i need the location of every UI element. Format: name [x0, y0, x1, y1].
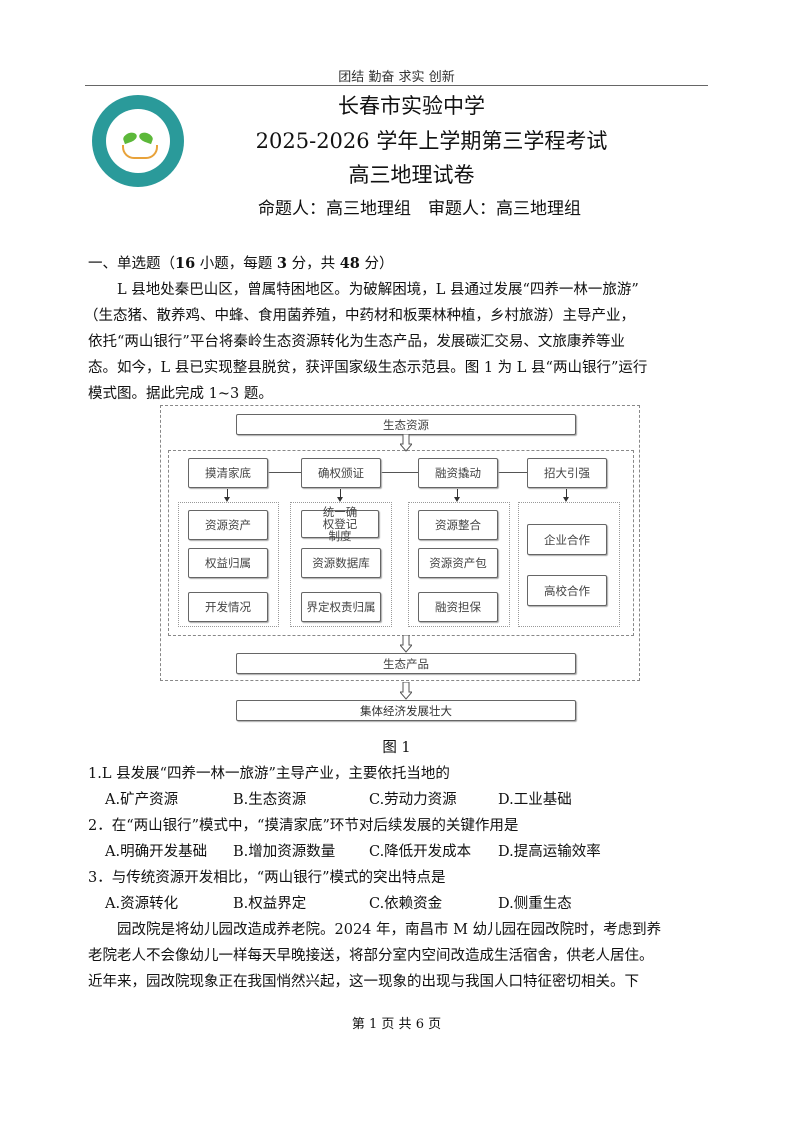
outer-frame [160, 405, 640, 681]
question-stem: 2．在“两山银行”模式中，“摸清家底”环节对后续发展的关键作用是 [88, 818, 519, 834]
option: B.权益界定 [233, 896, 307, 912]
item-box: 资源数据库 [301, 548, 381, 578]
arrow-down-icon [400, 635, 412, 653]
paper-title: 高三地理试卷 [348, 163, 475, 187]
arrow-down-icon [563, 489, 569, 502]
item-box: 资源资产包 [418, 548, 498, 578]
passage-line: 老院老人不会像幼儿一样每天早晚接送，将部分室内空间改造成生活宿舍，供老人居住。 [88, 948, 654, 964]
passage-line: （生态猪、散养鸡、中蜂、食用菌养殖，中药材和板栗林种植，乡村旅游）主导产业， [84, 308, 635, 324]
stage-box: 招大引强 [527, 458, 607, 488]
group-frame [518, 502, 620, 627]
option: A.明确开发基础 [105, 844, 208, 860]
question-stem: 1.L 县发展“四养一林一旅游”主导产业，主要依托当地的 [88, 766, 450, 782]
option: A.矿产资源 [105, 792, 179, 808]
inner-frame [168, 450, 634, 636]
figure-caption: 图 1 [382, 740, 411, 756]
school-name: 长春市实验中学 [338, 94, 485, 118]
stage-connector [267, 472, 527, 473]
question-stem: 3．与传统资源开发相比，“两山银行”模式的突出特点是 [88, 870, 446, 886]
stage-box: 融资撬动 [418, 458, 498, 488]
box-eco-resources: 生态资源 [236, 414, 576, 435]
arrow-down-icon [454, 489, 460, 502]
option: D.侧重生态 [498, 896, 572, 912]
box-eco-products: 生态产品 [236, 653, 576, 674]
page-footer: 第 1 页 共 6 页 [351, 1017, 442, 1032]
group-frame [290, 502, 392, 627]
passage-line: 态。如今，L 县已实现整县脱贫，获评国家级生态示范县。图 1 为 L 县“两山银… [88, 360, 648, 376]
item-box: 界定权责归属 [301, 592, 381, 622]
item-box: 权益归属 [188, 548, 268, 578]
byline: 命题人：高三地理组 审题人：高三地理组 [258, 199, 581, 219]
option: D.提高运输效率 [498, 844, 601, 860]
option: C.依赖资金 [369, 896, 443, 912]
item-box: 资源整合 [418, 510, 498, 540]
group-frame [178, 502, 279, 627]
item-box: 融资担保 [418, 592, 498, 622]
passage-line: 园改院是将幼儿园改造成养老院。2024 年，南昌市 M 幼儿园在园改院时，考虑到… [88, 922, 662, 938]
school-motto: 团结 勤奋 求实 创新 [338, 70, 455, 85]
header-rule [85, 85, 708, 86]
stage-box: 确权颁证 [301, 458, 381, 488]
box-collective-economy: 集体经济发展壮大 [236, 700, 576, 721]
passage-line: 依托“两山银行”平台将秦岭生态资源转化为生态产品，发展碳汇交易、文旅康养等业 [88, 334, 625, 350]
group-frame [408, 502, 510, 627]
arrow-down-icon [337, 489, 343, 502]
option: B.增加资源数量 [233, 844, 336, 860]
item-box: 统一确权登记制度 [301, 506, 379, 542]
item-box: 资源资产 [188, 510, 268, 540]
flow-diagram: 生态资源 摸清家底 确权颁证 融资撬动 招大引强 资源资产 权益归属 开发情况 … [160, 405, 640, 725]
option: B.生态资源 [233, 792, 307, 808]
item-box: 开发情况 [188, 592, 268, 622]
option: A.资源转化 [105, 896, 179, 912]
arrow-down-icon [400, 682, 412, 700]
arrow-down-icon [224, 489, 230, 502]
option: D.工业基础 [498, 792, 572, 808]
passage-line: L 县地处秦巴山区，曾属特困地区。为破解困境，L 县通过发展“四养一林一旅游” [88, 282, 639, 298]
item-box: 企业合作 [527, 524, 607, 555]
passage-line: 模式图。据此完成 1~3 题。 [88, 386, 273, 402]
school-logo [92, 95, 184, 187]
exam-title: 2025-2026 学年上学期第三学程考试 [255, 129, 608, 153]
passage-line: 近年来，园改院现象正在我国悄然兴起，这一现象的出现与我国人口特征密切相关。下 [88, 974, 639, 990]
item-box: 高校合作 [527, 575, 607, 606]
option: C.降低开发成本 [369, 844, 472, 860]
section-heading: 一、单选题（16 小题，每题 3 分，共 48 分） [88, 255, 394, 272]
option: C.劳动力资源 [369, 792, 457, 808]
arrow-down-icon [400, 434, 412, 452]
stage-box: 摸清家底 [188, 458, 268, 488]
